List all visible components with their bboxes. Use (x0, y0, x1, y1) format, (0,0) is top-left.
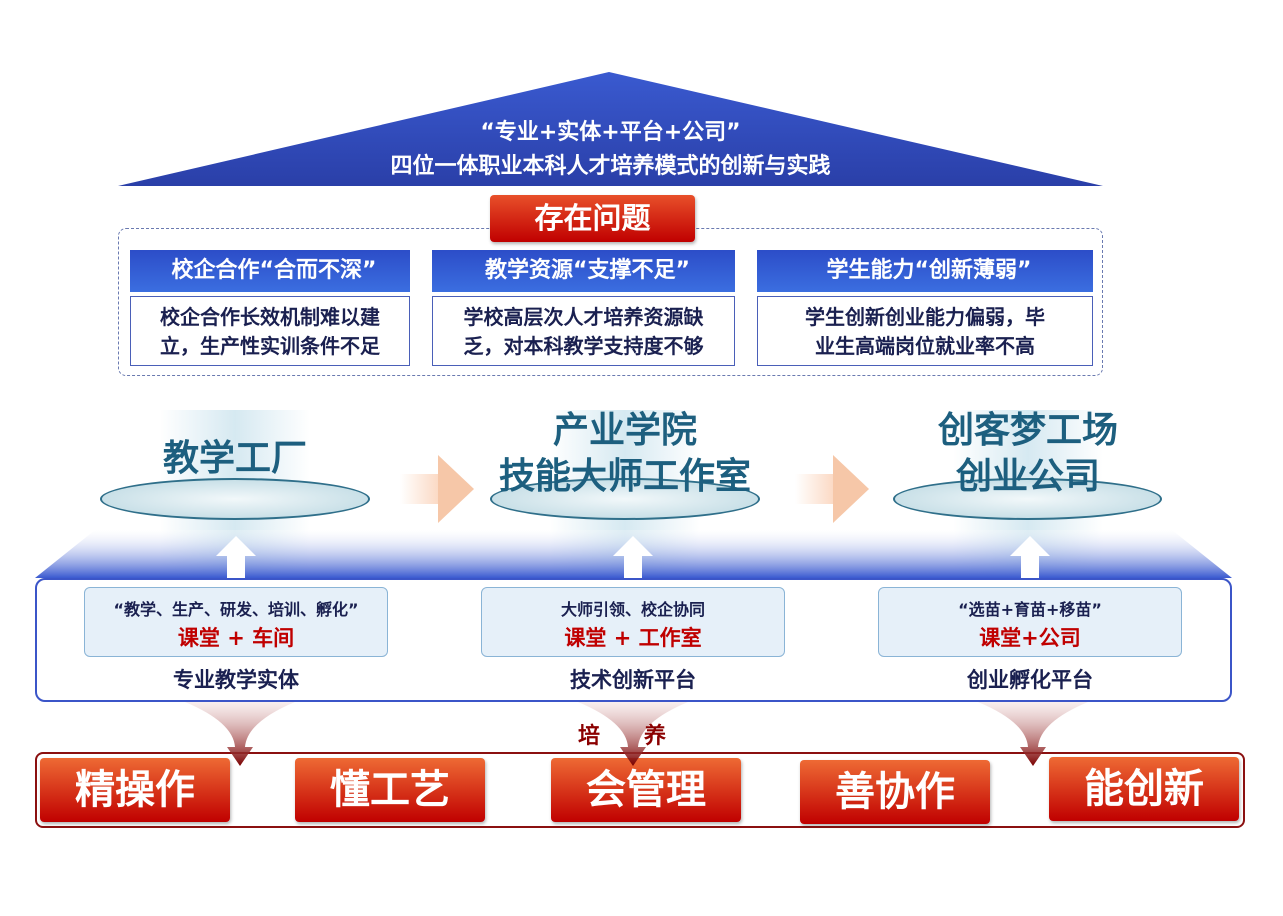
flow-arrow-icon (833, 455, 869, 523)
issue-text-line: 学校高层次人才培养资源缺 (463, 305, 704, 329)
skill-badge: 善协作 (800, 760, 990, 824)
stage-ellipse (893, 478, 1162, 520)
issue-title: 学生能力“创新薄弱” (757, 250, 1093, 292)
stage-ellipse (100, 478, 370, 520)
platform-subtitle: “选苗+育苗+移苗” (958, 600, 1102, 619)
stage-line: 创业公司 (955, 456, 1100, 497)
stage-ellipse (490, 478, 760, 520)
issue-text-line: 乏，对本科教学支持度不够 (463, 334, 704, 358)
issue-text-line: 立，生产性实训条件不足 (160, 334, 380, 358)
platform-highlight: 课堂 + 车间 (177, 626, 295, 650)
issue-card: 教学资源“支撑不足” 学校高层次人才培养资源缺乏，对本科教学支持度不够 (432, 250, 735, 366)
issue-title: 教学资源“支撑不足” (432, 250, 735, 292)
flow-arrow-body (795, 474, 835, 504)
issue-text-line: 学生创新创业能力偏弱，毕 (805, 305, 1045, 329)
up-arrow-icon (613, 536, 653, 556)
issue-text: 学校高层次人才培养资源缺乏，对本科教学支持度不够 (432, 296, 735, 366)
issue-card: 校企合作“合而不深” 校企合作长效机制难以建立，生产性实训条件不足 (130, 250, 410, 366)
issue-title: 校企合作“合而不深” (130, 250, 410, 292)
skill-badge: 懂工艺 (295, 758, 485, 822)
platform-card: “选苗+育苗+移苗” 课堂+公司 (878, 587, 1182, 657)
issues-badge: 存在问题 (490, 195, 695, 242)
roof-banner (118, 72, 1103, 186)
skill-badge: 精操作 (40, 758, 230, 822)
platform-card: 大师引领、校企协同课堂 + 工作室 (481, 587, 785, 657)
flow-arrow-body (400, 474, 440, 504)
issue-text-line: 校企合作长效机制难以建 (160, 305, 380, 329)
down-arrow-icon (185, 702, 295, 766)
issue-text: 校企合作长效机制难以建立，生产性实训条件不足 (130, 296, 410, 366)
stage-2-title: 产业学院技能大师工作室 (465, 408, 785, 500)
skill-badge: 能创新 (1049, 757, 1239, 821)
cultivate-label: 培养 (578, 724, 711, 749)
title-line-2: 四位一体职业本科人才培养模式的创新与实践 (390, 154, 831, 179)
platform-card: “教学、生产、研发、培训、孵化” 课堂 + 车间 (84, 587, 388, 657)
platform-highlight: 课堂+公司 (979, 626, 1081, 650)
platform-label: 创业孵化平台 (967, 668, 1093, 692)
platform-subtitle: “教学、生产、研发、培训、孵化” (113, 600, 359, 619)
stage-line: 产业学院 (552, 410, 697, 451)
up-arrow-icon (1010, 536, 1050, 556)
platform-label: 技术创新平台 (570, 668, 696, 692)
platform-highlight: 课堂 + 工作室 (564, 626, 702, 650)
flow-arrow-icon (438, 455, 474, 523)
stage-3-title: 创客梦工场创业公司 (878, 408, 1178, 500)
title-line-1: “专业+实体+平台+公司” (480, 120, 741, 145)
platform-subtitle: 大师引领、校企协同 (560, 600, 705, 619)
stage-line: 创客梦工场 (937, 410, 1118, 451)
down-arrow-icon (578, 702, 688, 766)
down-arrow-icon (978, 702, 1088, 766)
issue-card: 学生能力“创新薄弱” 学生创新创业能力偏弱，毕业生高端岗位就业率不高 (757, 250, 1093, 366)
stage-line: 技能大师工作室 (498, 456, 751, 497)
issue-text-line: 业生高端岗位就业率不高 (815, 334, 1035, 358)
stage-1-title: 教学工厂 (162, 438, 307, 479)
skill-badge: 会管理 (551, 758, 741, 822)
issue-text: 学生创新创业能力偏弱，毕业生高端岗位就业率不高 (757, 296, 1093, 366)
platform-label: 专业教学实体 (173, 668, 299, 692)
up-arrow-icon (216, 536, 256, 556)
